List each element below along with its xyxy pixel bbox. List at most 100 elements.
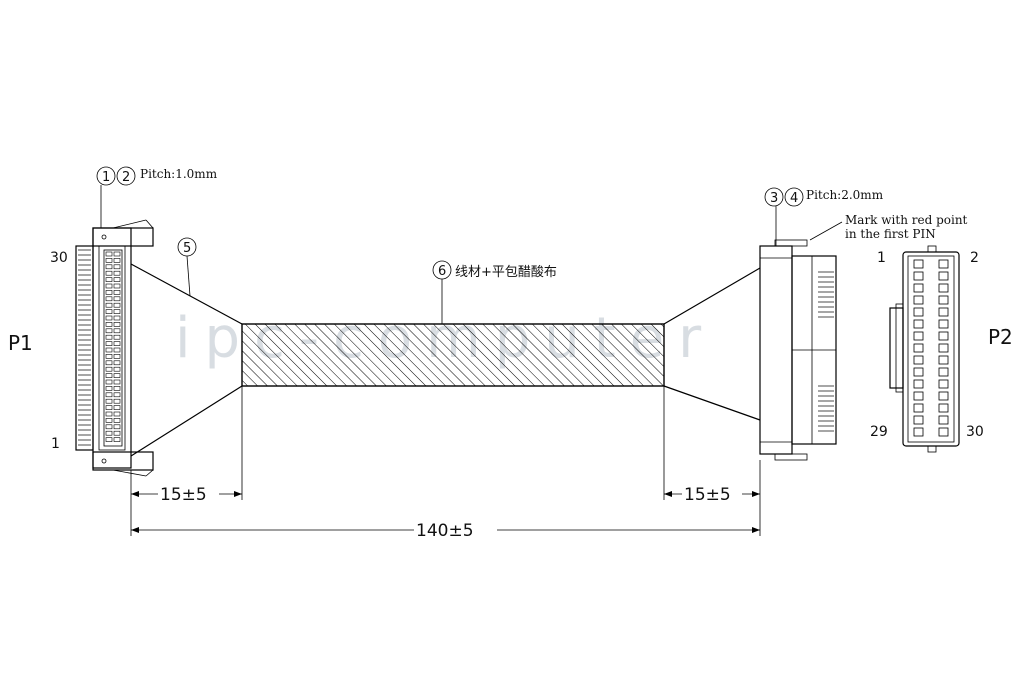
p2-pin [938,271,949,281]
p1-contact-slot [105,270,113,276]
p2-pin [913,343,924,353]
p1-contact-slot [113,437,121,442]
p2-pin [938,415,949,425]
p1-ribs [78,249,91,446]
p1-contact-slot [113,296,121,302]
p1-contact-slot [105,411,113,417]
p1-contact-slot [105,424,113,430]
p1-contact-slot [105,437,113,442]
mark-note-line1: Mark with red point [845,213,968,227]
p1-contact-slot [113,392,121,398]
callout-1-2: 1 2 Pitch:1.0mm [96,166,218,228]
p1-contact-slot [105,341,113,346]
p2-pin [913,427,924,437]
p1-contact-slot [113,347,121,353]
p2-pin [938,403,949,413]
p1-pin-30-label: 30 [50,250,68,266]
p2-pin [938,283,949,293]
p1-contact-slot [105,386,113,391]
p1-contact-slot [113,424,121,430]
p1-contact-slot [105,277,113,282]
p1-contact-slot [105,405,113,410]
p2-pin [938,307,949,317]
p2-pin [938,367,949,377]
p2-pin [938,379,949,389]
p2-pin [913,307,924,317]
p1-contact-slot [105,309,113,314]
p1-label: P1 [8,331,33,355]
p1-contact-slot [113,373,121,378]
p2-pin [938,319,949,329]
p2-pin [938,343,949,353]
p1-contact-slot [113,360,121,366]
p1-contact-slot [113,379,121,385]
p1-contact-slot [113,418,121,423]
callout-3-4: 3 4 Pitch:2.0mm [764,187,884,246]
p2-pin [913,271,924,281]
p2-pin-1-label: 1 [877,250,886,266]
p2-pin [938,355,949,365]
p1-contact-slot [105,251,113,257]
p2-pin [913,379,924,389]
p2-pin [913,415,924,425]
pitch-p2-text: Pitch:2.0mm [806,188,884,202]
p2-pin [913,367,924,377]
callout-3: 3 [770,191,778,206]
p1-pin-1-label: 1 [51,436,60,452]
p1-contact-slot [113,309,121,314]
p1-contact-slot [105,398,113,404]
callout-6: 6 线材+平包醋酸布 [432,260,557,324]
p2-label: P2 [988,325,1013,349]
p2-pin [938,295,949,305]
p2-pin [938,259,949,269]
p1-contact-slot [113,405,121,410]
p2-pin [913,295,924,305]
p1-contact-slot [113,290,121,295]
p1-contact-slot [113,258,121,263]
p1-contact-slot [113,411,121,417]
p1-contact-slot [113,328,121,334]
p2-pin-29-label: 29 [870,424,888,440]
p2-connector-side [759,239,837,461]
pitch-p1-text: Pitch:1.0mm [140,167,218,181]
p1-contact-slot [113,302,121,308]
p2-pin [938,391,949,401]
mark-note-line2: in the first PIN [845,227,936,241]
p2-pin [938,427,949,437]
p2-pin [913,319,924,329]
p1-contact-slot [113,315,121,321]
p2-pin [913,355,924,365]
callout-5-number: 5 [183,241,191,256]
p2-pin [913,331,924,341]
callout-4: 4 [790,191,798,206]
p1-contact-slot [105,283,113,289]
dim-total-length: 140±5 [416,521,474,541]
p2-connector-front [889,245,960,453]
p1-contact-slot [113,283,121,289]
p2-pin [913,403,924,413]
red-point-mark-note: Mark with red point in the first PIN [809,213,968,241]
dimension-lines [130,386,761,536]
callout-6-number: 6 [438,264,446,279]
dim-left-breakout: 15±5 [160,485,207,505]
p1-contact-slot [105,418,113,423]
cable-fanout [130,263,761,457]
dim-right-breakout: 15±5 [684,485,731,505]
p1-contact-slot [105,258,113,263]
p1-contact-slot [105,360,113,366]
p1-contact-slot [105,366,113,372]
p1-contact-slot [105,290,113,295]
p1-contact-slot [113,366,121,372]
p1-contact-slots [105,251,121,442]
p1-contact-slot [105,347,113,353]
p1-contact-slot [105,322,113,327]
callout-5: 5 [177,237,197,297]
p2-pin-array [913,259,949,437]
p1-connector [75,219,154,477]
cable-material-text: 线材+平包醋酸布 [455,264,557,280]
p1-contact-slot [113,334,121,340]
p2-pin-30-label: 30 [966,424,984,440]
p1-contact-slot [113,322,121,327]
p1-contact-slot [113,270,121,276]
callout-2: 2 [122,170,130,185]
